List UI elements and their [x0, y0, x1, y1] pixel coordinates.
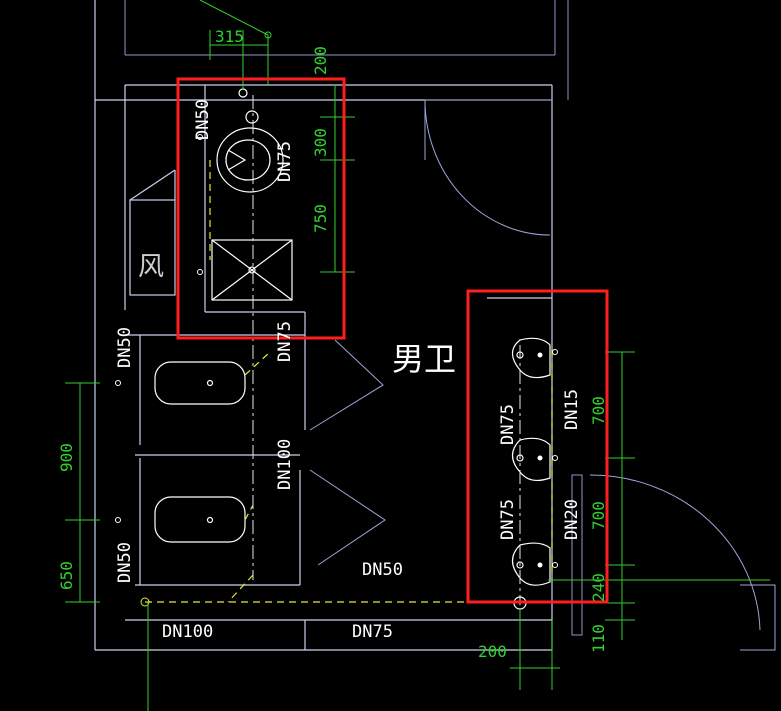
- fixtures: [154, 88, 551, 610]
- urinal-1: [511, 337, 551, 379]
- washbasin-inner: [225, 139, 271, 181]
- urinal-3: [511, 542, 551, 586]
- pipe-label-urinal-dn15: DN15: [562, 389, 582, 430]
- mop-sink-diag-2: [211, 239, 293, 301]
- urinal-2: [511, 437, 551, 482]
- dim-label-900: 900: [57, 443, 76, 472]
- pipe-label-mid-dn75: DN75: [275, 321, 295, 362]
- leader-top-dot: [264, 31, 272, 39]
- dim-label-200-bottom: 200: [478, 642, 507, 661]
- dimension-lines: [65, 0, 770, 711]
- pipes: [140, 95, 553, 607]
- doors: [309, 99, 776, 651]
- dim-label-650: 650: [57, 561, 76, 590]
- pipe-label-mid-dn100: DN100: [275, 439, 295, 490]
- pipe-label-bottom-dn100: DN100: [162, 622, 213, 642]
- mop-sink: [211, 239, 293, 301]
- valve-top: [238, 88, 248, 98]
- side-door-arc: [589, 474, 761, 631]
- washbasin-outer: [216, 127, 284, 193]
- dim-label-700-bottom: 700: [589, 501, 608, 530]
- toilet-1-branch: [244, 351, 271, 376]
- floor-drain-top: [245, 110, 259, 124]
- dim-label-200-top: 200: [311, 46, 330, 75]
- room-label: 男卫: [392, 340, 456, 378]
- dim-label-240: 240: [589, 573, 608, 602]
- walls: [94, 0, 583, 651]
- door-top-arc: [424, 99, 551, 236]
- fan-shaft-diag: [129, 169, 176, 201]
- dim-label-750: 750: [311, 204, 330, 233]
- pipe-label-mid-dn50: DN50: [115, 327, 135, 368]
- drain-branch-toilet: [227, 574, 254, 603]
- dim-label-315: 315: [215, 27, 244, 46]
- mop-sink-drain: [248, 266, 256, 274]
- toilet-2-branch: [244, 504, 254, 521]
- side-door-frame: [571, 474, 583, 636]
- pipe-label-urinal-dn75-bottom: DN75: [498, 499, 518, 540]
- pipe-nodes: [115, 134, 558, 568]
- pipe-label-bottom-dn50: DN50: [362, 560, 403, 580]
- stall-door-2: [309, 469, 386, 566]
- cleanout-left: [140, 597, 150, 607]
- pipe-label-bottom-dn75: DN75: [352, 622, 393, 642]
- pipe-label-urinal-dn75-top: DN75: [498, 404, 518, 445]
- faucet-icon: [227, 149, 247, 171]
- toilet-1-drain: [206, 379, 214, 387]
- pipe-label-low-dn50: DN50: [115, 542, 135, 583]
- fan-shaft-label: 风: [138, 252, 164, 282]
- toilet-2-drain: [206, 516, 214, 524]
- side-door-leaf: [740, 584, 776, 651]
- leader-top: [199, 0, 269, 36]
- highlight-box-wash-area: [176, 77, 346, 340]
- toilet-2: [154, 496, 246, 543]
- fan-shaft: [129, 199, 176, 296]
- dim-label-110: 110: [589, 624, 608, 653]
- dim-label-300: 300: [311, 128, 330, 157]
- pipe-label-top-dn50: DN50: [193, 99, 213, 140]
- highlight-box-urinal-area: [466, 289, 609, 604]
- stall-door-1: [309, 339, 384, 431]
- dim-label-700-top: 700: [589, 396, 608, 425]
- pipe-label-urinal-dn20: DN20: [562, 499, 582, 540]
- toilet-1: [154, 361, 246, 405]
- pipe-label-top-dn75: DN75: [275, 141, 295, 182]
